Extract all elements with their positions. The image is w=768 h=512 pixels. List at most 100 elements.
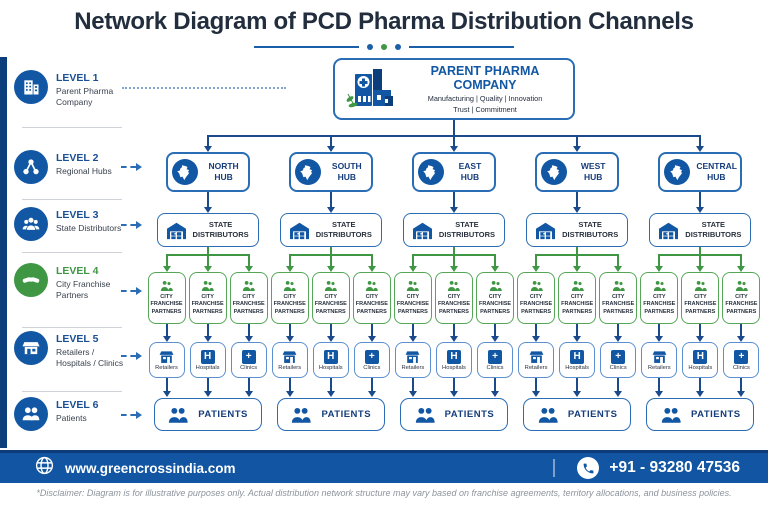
hub-columns: NORTH HUB STATE DISTRIBUTORS CITY FRANCH… bbox=[146, 58, 762, 450]
divider-line-left bbox=[254, 46, 359, 48]
arrow-down-icon bbox=[203, 207, 212, 213]
franchise-people-icon bbox=[366, 280, 379, 291]
city-franchise-partner-node: CITY FRANCHISE PARTNERS bbox=[393, 272, 432, 324]
footer-bar: www.greencrossindia.com +91 - 93280 4753… bbox=[0, 450, 768, 483]
city-franchise-partner-node: CITY FRANCHISE PARTNERS bbox=[599, 272, 638, 324]
hub-name: SOUTH HUB bbox=[331, 161, 362, 182]
city-franchise-partner-label: CITY FRANCHISE PARTNERS bbox=[191, 293, 224, 315]
clinic-node: + Clinics bbox=[723, 342, 760, 378]
arrow-down-icon bbox=[449, 391, 458, 397]
sidebar-separator bbox=[22, 391, 122, 392]
city-franchise-partner-node: CITY FRANCHISE PARTNERS bbox=[352, 272, 391, 324]
patients-label: PATIENTS bbox=[444, 409, 495, 420]
connector-line bbox=[699, 378, 702, 392]
clinic-label: Clinics bbox=[486, 365, 504, 371]
arrow-down-icon bbox=[449, 207, 458, 213]
level-title: LEVEL 4 bbox=[56, 265, 99, 277]
connector-line bbox=[535, 324, 538, 337]
city-franchise-partner-node: CITY FRANCHISE PARTNERS bbox=[476, 272, 515, 324]
clinic-cross-icon: + bbox=[364, 349, 379, 364]
divider-dot-blue bbox=[367, 44, 373, 50]
connector-line bbox=[206, 378, 209, 392]
level-title: LEVEL 3 bbox=[56, 209, 99, 221]
arrow-down-icon bbox=[408, 391, 417, 397]
arrow-down-icon bbox=[573, 336, 582, 342]
green-connector-stub bbox=[699, 247, 702, 255]
connector-line bbox=[288, 324, 291, 337]
green-arrow-down-icon bbox=[285, 266, 294, 272]
patients-people-icon bbox=[292, 407, 312, 423]
green-connector-line bbox=[411, 254, 414, 267]
connector-line bbox=[165, 378, 168, 392]
state-distributor-node: STATE DISTRIBUTORS bbox=[649, 213, 752, 247]
arrow-down-icon bbox=[573, 207, 582, 213]
hub-name: NORTH HUB bbox=[208, 161, 239, 182]
franchise-people-icon bbox=[653, 280, 666, 291]
hospital-label: Hospitals bbox=[688, 365, 713, 371]
green-arrow-down-icon bbox=[408, 266, 417, 272]
connector-line bbox=[288, 378, 291, 392]
storefront-icon bbox=[282, 349, 297, 364]
title-divider bbox=[0, 44, 768, 50]
sidebar-level-5: LEVEL 5 Retailers / Hospitals / Clinics bbox=[14, 331, 140, 369]
green-arrow-down-icon bbox=[367, 266, 376, 272]
hospital-h-icon: H bbox=[570, 349, 585, 364]
city-franchise-partner-label: CITY FRANCHISE PARTNERS bbox=[643, 293, 676, 315]
regional-hub-node: EAST HUB bbox=[411, 152, 496, 192]
connector-line bbox=[576, 324, 579, 337]
parent-tagline-1: Manufacturing | Quality | Innovation bbox=[427, 94, 543, 104]
regional-hub-node: NORTH HUB bbox=[165, 152, 250, 192]
patients-people-icon bbox=[661, 407, 681, 423]
patients-node: PATIENTS bbox=[399, 398, 508, 431]
divider-line-right bbox=[409, 46, 514, 48]
arrow-down-icon bbox=[285, 336, 294, 342]
state-distributor-label: STATE DISTRIBUTORS bbox=[438, 220, 496, 239]
franchise-people-icon bbox=[160, 280, 173, 291]
state-distributor-label: STATE DISTRIBUTORS bbox=[562, 220, 619, 239]
level-subtitle: Parent Pharma Company bbox=[56, 86, 114, 108]
arrow-down-icon bbox=[532, 391, 541, 397]
connector-line bbox=[452, 135, 455, 146]
city-franchise-partner-label: CITY FRANCHISE PARTNERS bbox=[478, 293, 512, 315]
people-group-icon bbox=[14, 207, 48, 241]
hospital-node: H Hospitals bbox=[312, 342, 349, 378]
storefront-icon bbox=[405, 349, 420, 364]
connector-line bbox=[452, 192, 455, 207]
franchise-people-icon bbox=[694, 280, 707, 291]
divider-dot-green bbox=[381, 44, 387, 50]
hospital-h-icon: H bbox=[323, 349, 338, 364]
connector-line bbox=[452, 324, 455, 337]
patients-people-icon bbox=[169, 407, 188, 423]
connector-line bbox=[206, 192, 209, 207]
city-franchise-partner-label: CITY FRANCHISE PARTNERS bbox=[314, 293, 347, 315]
patients-label: PATIENTS bbox=[691, 409, 741, 420]
patients-node: PATIENTS bbox=[153, 398, 262, 431]
hospital-node: H Hospitals bbox=[435, 342, 472, 378]
state-distributor-label: STATE DISTRIBUTORS bbox=[685, 220, 742, 239]
india-map-icon bbox=[294, 159, 321, 185]
arrow-down-icon bbox=[614, 391, 623, 397]
arrow-down-icon bbox=[737, 391, 746, 397]
city-franchise-partner-label: CITY FRANCHISE PARTNERS bbox=[396, 293, 429, 315]
hospital-label: Hospitals bbox=[565, 365, 590, 371]
connector-line bbox=[740, 378, 743, 392]
franchise-people-icon bbox=[735, 280, 748, 291]
city-franchise-partner-node: CITY FRANCHISE PARTNERS bbox=[434, 272, 473, 324]
connector-line bbox=[740, 324, 743, 337]
hospital-node: H Hospitals bbox=[559, 342, 596, 378]
clinic-node: + Clinics bbox=[600, 342, 637, 378]
connector-line bbox=[658, 378, 661, 392]
level4-dashed-arrow bbox=[121, 287, 142, 295]
connector-line bbox=[494, 324, 497, 337]
india-map-icon bbox=[541, 159, 568, 185]
arrow-down-icon bbox=[162, 391, 171, 397]
green-connector-line bbox=[740, 254, 743, 267]
green-connector-line bbox=[494, 254, 497, 267]
green-arrow-down-icon bbox=[491, 266, 500, 272]
clinic-label: Clinics bbox=[363, 365, 381, 371]
regional-hub-node: CENTRAL HUB bbox=[658, 152, 743, 192]
parent-pharma-company-node: PARENT PHARMA COMPANY Manufacturing | Qu… bbox=[333, 58, 575, 120]
green-arrow-down-icon bbox=[614, 266, 623, 272]
warehouse-icon bbox=[166, 222, 186, 239]
arrow-down-icon bbox=[655, 391, 664, 397]
